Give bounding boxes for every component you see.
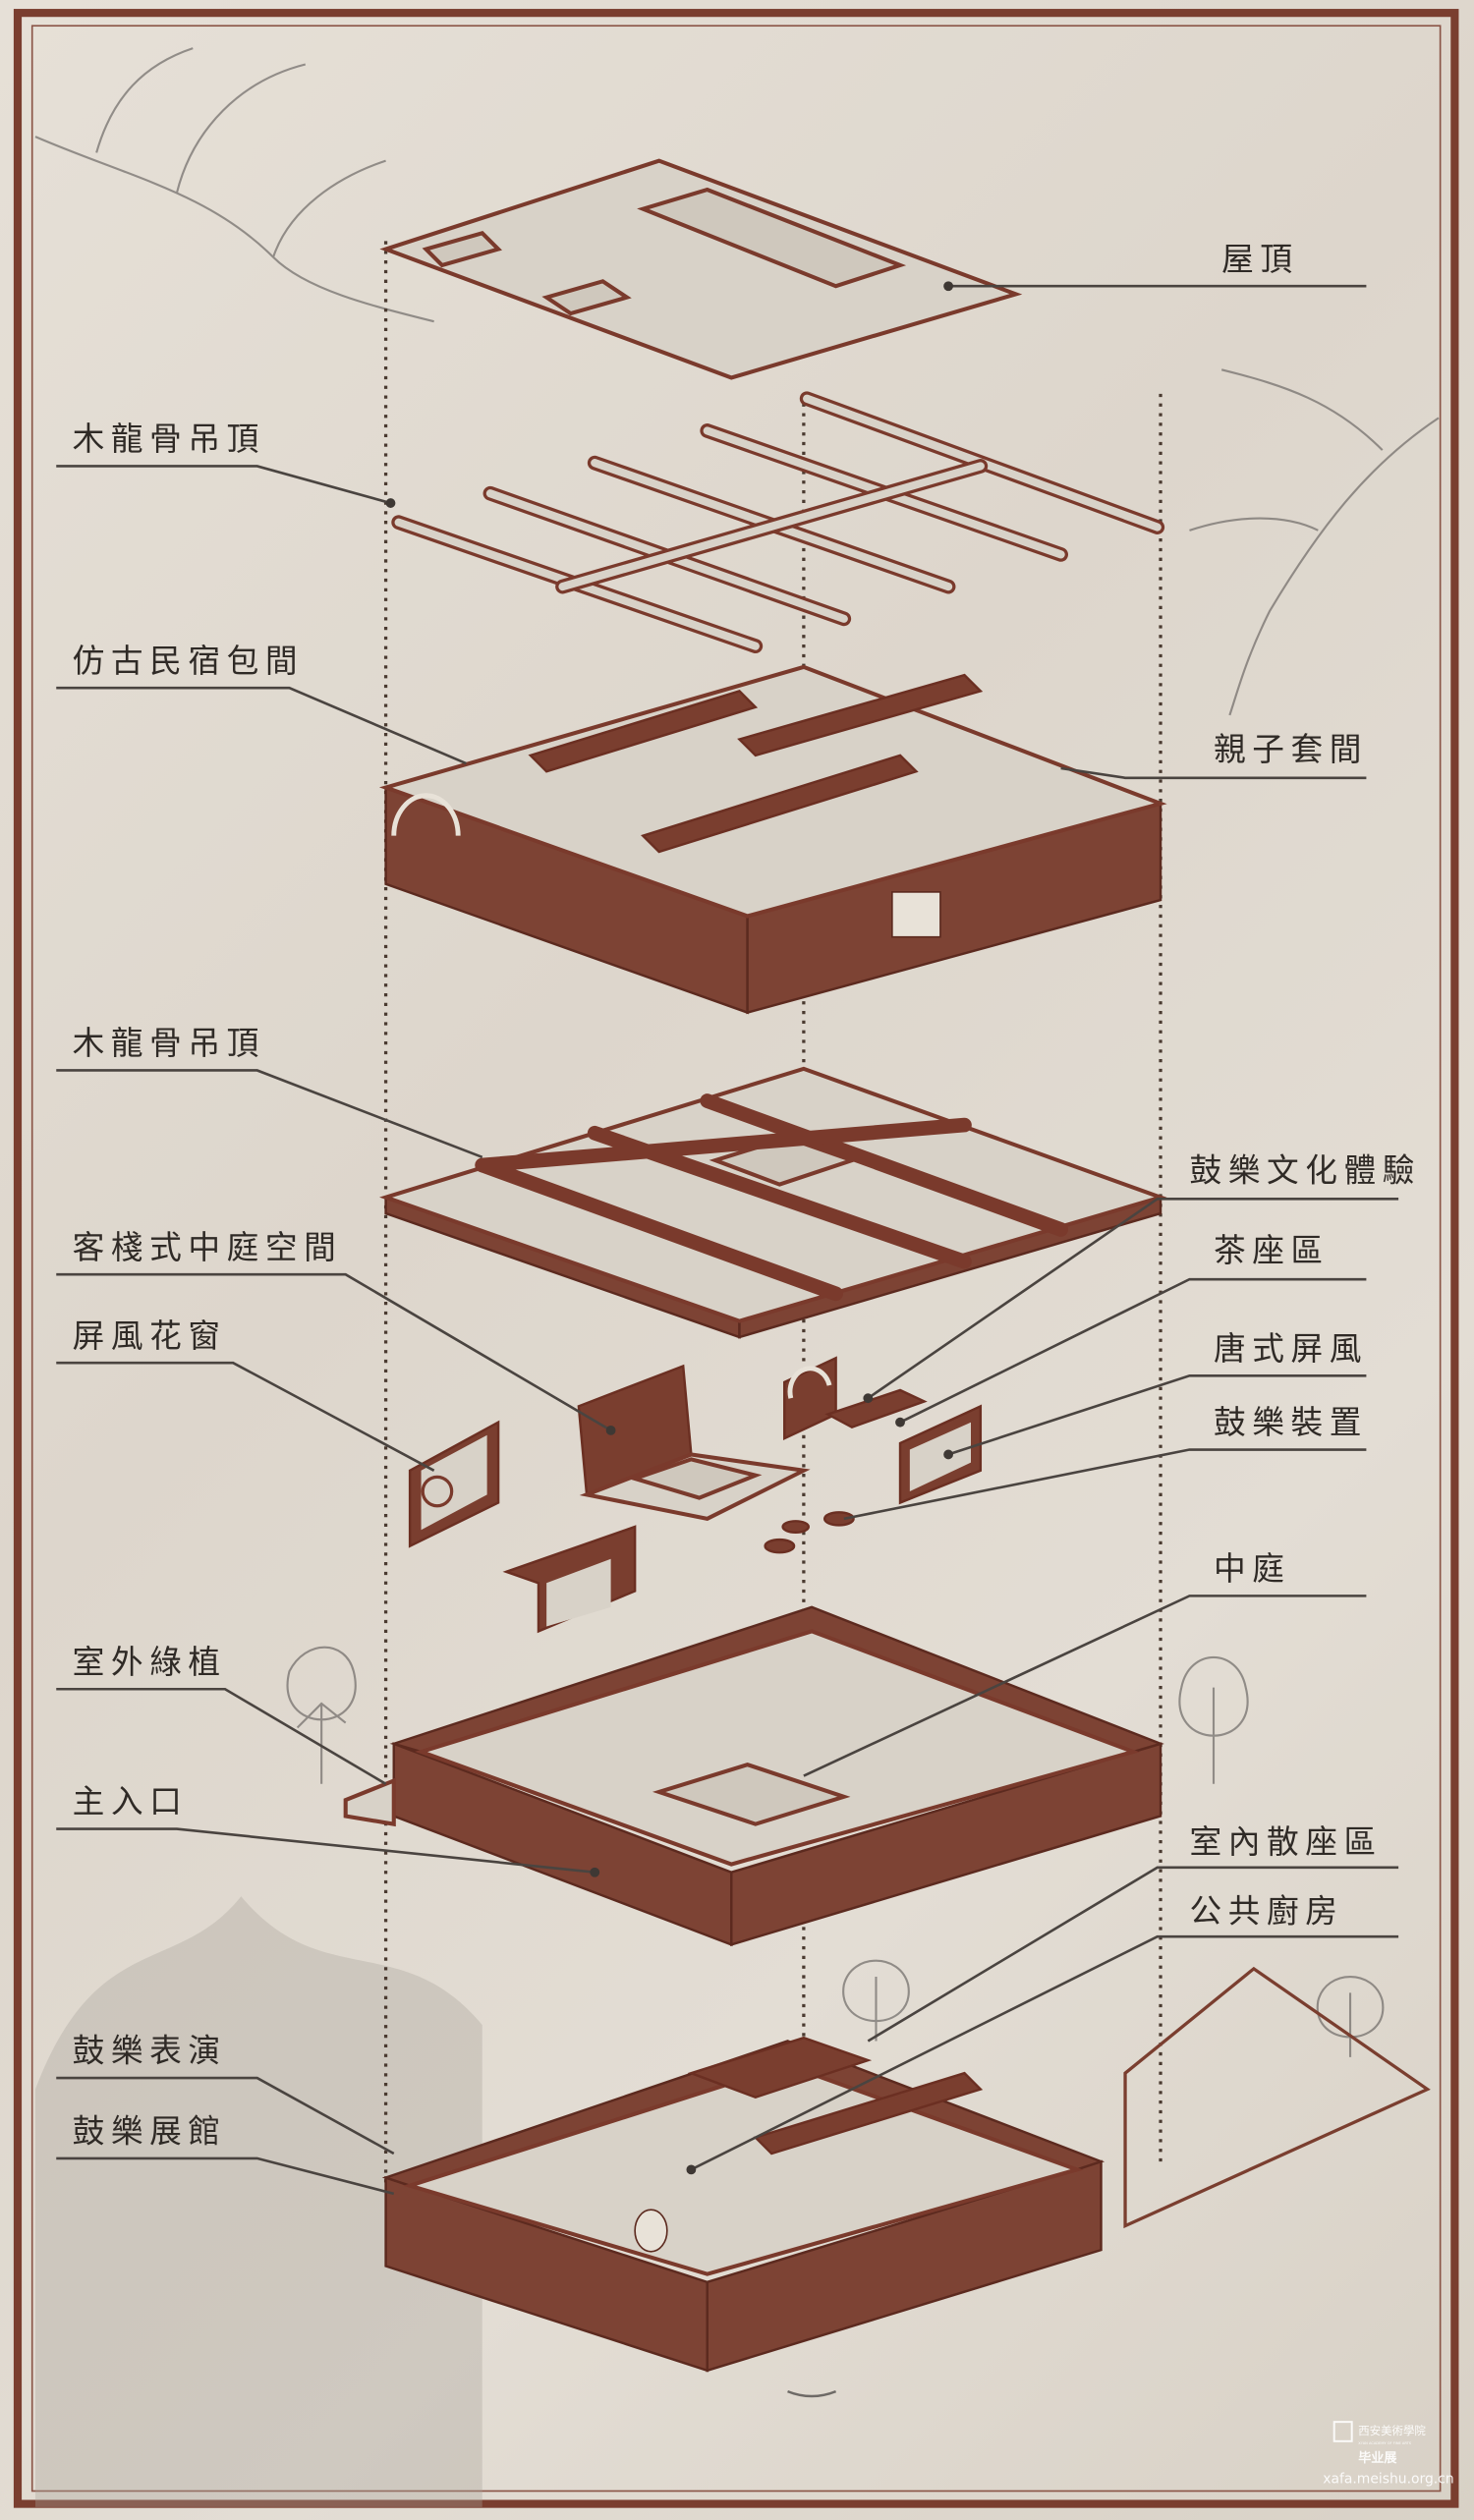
label-family-suite: 親子套間 — [1060, 731, 1368, 780]
right-labels: 屋頂 親子套間 鼓樂文化體驗 茶座區 唐式屏風 鼓樂裝置 中庭 室內散座區 公共… — [686, 241, 1420, 2175]
svg-text:鼓樂表演: 鼓樂表演 — [73, 2033, 227, 2070]
outer-frame — [13, 9, 1459, 2508]
wood-keel-ceiling-lower — [379, 1066, 1167, 1339]
label-wood-keel-ceiling-lower: 木龍骨吊頂 — [56, 1025, 483, 1159]
svg-text:XI'AN ACADEMY OF FINE ARTS: XI'AN ACADEMY OF FINE ARTS — [1358, 2441, 1412, 2445]
ground-floor-layer — [381, 2036, 1106, 2373]
svg-text:屋頂: 屋頂 — [1221, 241, 1299, 278]
svg-text:茶座區: 茶座區 — [1214, 1232, 1330, 1269]
tree-icon — [1316, 1976, 1385, 2057]
school-logo-icon — [1332, 2421, 1353, 2442]
label-inn-courtyard-space: 客棧式中庭空間 — [56, 1229, 616, 1435]
svg-text:西安美術學院: 西安美術學院 — [1358, 2424, 1426, 2437]
plum-branch-left — [34, 47, 434, 323]
label-drum-device: 鼓樂裝置 — [843, 1404, 1368, 1521]
svg-text:木龍骨吊頂: 木龍骨吊頂 — [73, 420, 265, 458]
room-block-layer — [378, 664, 1167, 1015]
left-labels: 木龍骨吊頂 仿古民宿包間 木龍骨吊頂 客棧式中庭空間 屏風花窗 室外綠植 主入口… — [56, 420, 616, 2196]
svg-text:主入口: 主入口 — [73, 1783, 189, 1820]
svg-text:唐式屏風: 唐式屏風 — [1214, 1330, 1368, 1368]
watermark: 西安美術學院 XI'AN ACADEMY OF FINE ARTS 毕业展 xa… — [1323, 2421, 1454, 2487]
tang-screen-fragment — [898, 1404, 983, 1505]
label-drum-exhibition-hall: 鼓樂展館 — [56, 2113, 395, 2196]
tree-icon — [1178, 1655, 1249, 1784]
wood-keel-ceiling-upper — [391, 391, 1165, 653]
svg-text:仿古民宿包間: 仿古民宿包間 — [73, 643, 304, 680]
drum-culture-fragment — [783, 1356, 928, 1441]
svg-text:鼓樂展館: 鼓樂展館 — [73, 2113, 227, 2151]
tree-icon — [842, 1959, 910, 2042]
mountain-silhouette — [34, 1896, 482, 2507]
svg-text:親子套間: 親子套間 — [1214, 731, 1368, 768]
label-tea-area: 茶座區 — [895, 1232, 1367, 1428]
drum-device-fragment — [764, 1511, 855, 1554]
wall-fragment — [502, 1525, 637, 1634]
svg-text:公共廚房: 公共廚房 — [1189, 1892, 1343, 1930]
svg-text:室外綠植: 室外綠植 — [73, 1644, 227, 1681]
label-main-entrance: 主入口 — [56, 1783, 600, 1877]
svg-text:xafa.meishu.org.cn: xafa.meishu.org.cn — [1323, 2471, 1453, 2487]
svg-text:中庭: 中庭 — [1214, 1550, 1291, 1588]
label-roof: 屋頂 — [943, 241, 1367, 292]
screen-window-fragment — [408, 1420, 500, 1548]
label-public-kitchen: 公共廚房 — [686, 1892, 1399, 2175]
label-antique-guest-rooms: 仿古民宿包間 — [56, 643, 467, 765]
boat-icon — [787, 2389, 837, 2398]
svg-text:鼓樂裝置: 鼓樂裝置 — [1214, 1404, 1368, 1441]
svg-text:客棧式中庭空間: 客棧式中庭空間 — [73, 1229, 343, 1266]
courtyard-inn-fragment — [577, 1364, 811, 1522]
window-icon — [891, 891, 941, 938]
svg-text:毕业展: 毕业展 — [1358, 2449, 1397, 2466]
svg-text:鼓樂文化體驗: 鼓樂文化體驗 — [1189, 1151, 1420, 1189]
inner-frame — [30, 25, 1442, 2492]
label-tang-screen: 唐式屏風 — [943, 1330, 1368, 1460]
label-screen-window: 屏風花窗 — [56, 1317, 435, 1472]
label-drum-culture-experience: 鼓樂文化體驗 — [863, 1151, 1420, 1404]
tree-icon — [286, 1646, 357, 1784]
label-outdoor-greenery: 室外綠植 — [56, 1644, 387, 1785]
label-indoor-seating: 室內散座區 — [867, 1823, 1399, 2043]
label-courtyard: 中庭 — [803, 1550, 1367, 1777]
label-drum-performance: 鼓樂表演 — [56, 2033, 395, 2156]
svg-text:屏風花窗: 屏風花窗 — [73, 1317, 227, 1355]
ground-plane — [1123, 1966, 1431, 2229]
roof-layer — [379, 158, 1023, 380]
svg-text:木龍骨吊頂: 木龍骨吊頂 — [73, 1025, 265, 1062]
plum-branch-right — [1189, 368, 1440, 716]
svg-text:室內散座區: 室內散座區 — [1189, 1823, 1382, 1861]
courtyard-layer — [343, 1605, 1164, 1947]
label-wood-keel-ceiling-upper: 木龍骨吊頂 — [56, 420, 396, 508]
moon-gate-icon — [634, 2209, 668, 2253]
